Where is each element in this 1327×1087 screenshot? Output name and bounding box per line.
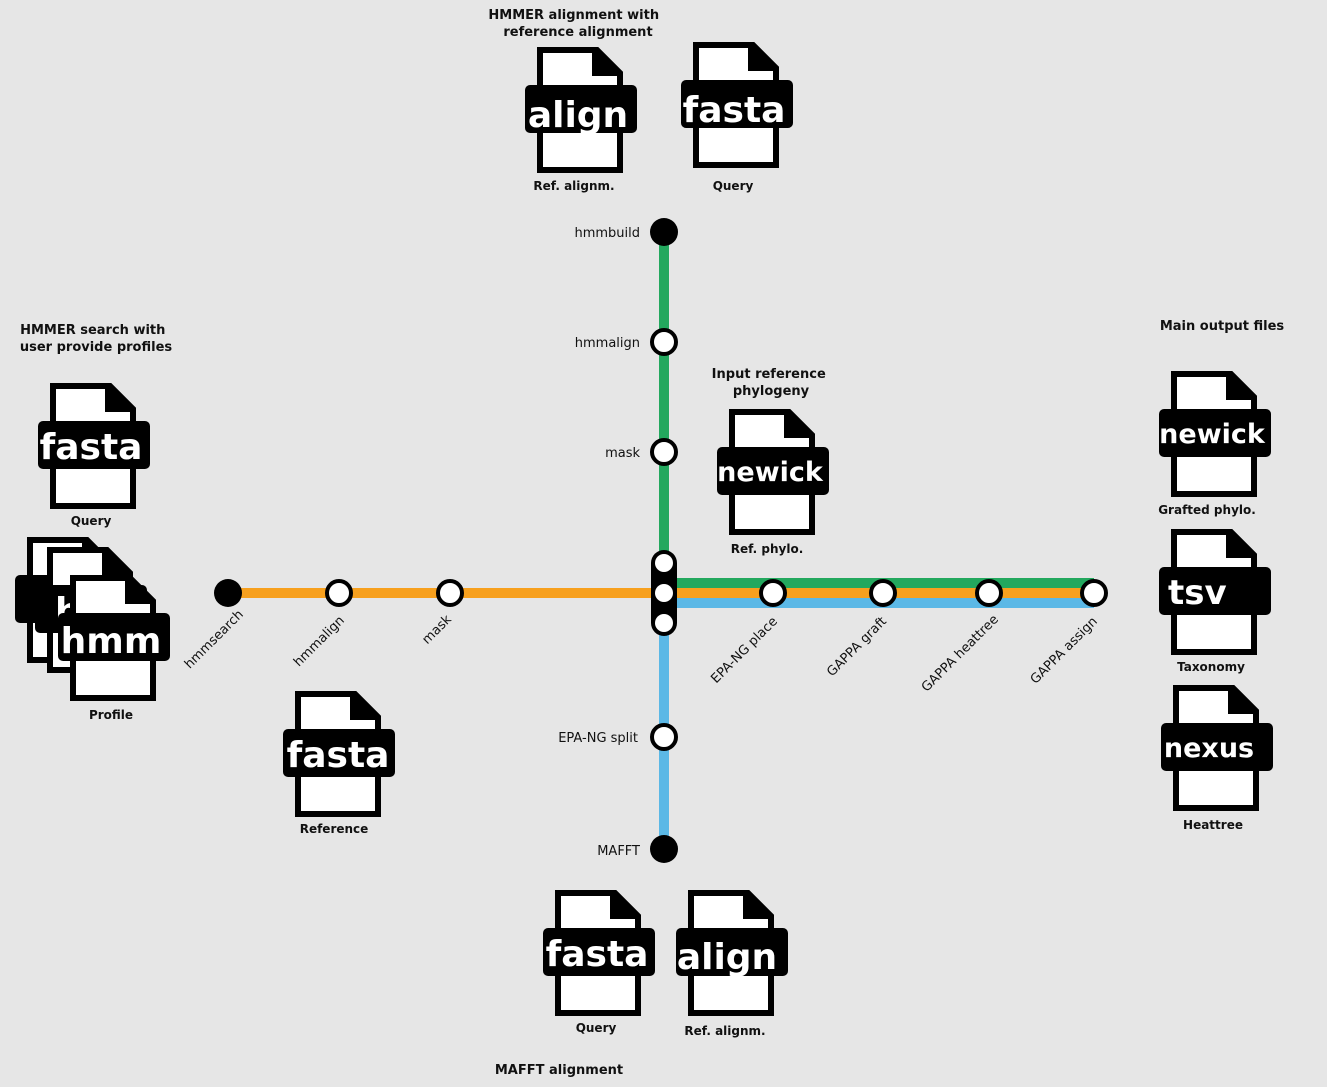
station-label: mask: [605, 446, 640, 461]
station-hmmalign-top: hmmalign: [575, 328, 678, 356]
file-caption: Query: [713, 179, 754, 193]
hollow-station-icon: [1080, 579, 1108, 607]
file-query-mafft: fasta Query: [543, 893, 655, 1035]
file-ref-alignment-top: align Ref. alignm.: [525, 50, 637, 193]
hollow-station-icon: [650, 438, 678, 466]
station-label: GAPPA heattree: [919, 612, 1002, 695]
station-label: hmmalign: [291, 613, 348, 670]
station-label: GAPPA assign: [1028, 614, 1101, 687]
hollow-station-icon: [650, 723, 678, 751]
file-caption: Ref. phylo.: [731, 542, 804, 556]
station-epa-ng-split: EPA-NG split: [558, 723, 678, 751]
station-label: hmmbuild: [574, 226, 640, 241]
file-caption: Heattree: [1183, 818, 1243, 832]
file-type-label: tsv: [1168, 573, 1227, 613]
file-type-label: fasta: [546, 934, 649, 975]
file-ref-phylo: newick Ref. phylo.: [717, 412, 829, 556]
file-taxonomy: tsv Taxonomy: [1159, 532, 1271, 674]
station-label: EPA-NG place: [708, 614, 780, 686]
hollow-station-icon: [975, 579, 1003, 607]
file-heattree: nexus Heattree: [1161, 688, 1273, 832]
file-type-label: fasta: [683, 90, 786, 131]
file-caption: Grafted phylo.: [1158, 503, 1256, 517]
file-caption: Query: [71, 514, 112, 528]
station-label: GAPPA graft: [824, 614, 890, 680]
hmmer-align-title: HMMER alignment with reference alignment: [488, 8, 663, 40]
file-caption: Ref. alignm.: [533, 179, 614, 193]
station-hmmbuild: hmmbuild: [574, 218, 678, 246]
interchange-station-icon: [651, 550, 677, 636]
filled-station-icon: [214, 579, 242, 607]
station-mask-top: mask: [605, 438, 678, 466]
hollow-station-icon: [869, 579, 897, 607]
file-type-label: hmm: [61, 621, 162, 662]
mafft-title: MAFFT alignment: [495, 1063, 623, 1078]
input-phylogeny-title: Input reference phylogeny: [712, 367, 831, 399]
station-label: hmmsearch: [182, 607, 247, 672]
file-type-label: align: [677, 937, 777, 978]
hollow-station-icon: [436, 579, 464, 607]
filled-station-icon: [650, 835, 678, 863]
file-profile-front: hmm: [58, 578, 170, 698]
station-mafft: MAFFT: [597, 835, 678, 863]
file-type-label: newick: [717, 457, 824, 488]
file-caption: Profile: [89, 708, 133, 722]
station-hmmsearch: hmmsearch: [182, 579, 247, 672]
station-label: hmmalign: [575, 336, 640, 351]
file-query-search: fasta Query: [38, 386, 150, 528]
file-ref-alignment-mafft: align Ref. alignm.: [676, 893, 788, 1038]
station-label: EPA-NG split: [558, 731, 638, 746]
file-profile-stack: h h hmm Profile: [15, 540, 170, 722]
station-label: MAFFT: [597, 844, 640, 859]
station-label: mask: [420, 612, 456, 648]
file-caption: Query: [576, 1021, 617, 1035]
file-type-label: newick: [1159, 419, 1266, 450]
main-output-title: Main output files: [1160, 319, 1285, 334]
file-query-top: fasta Query: [681, 45, 793, 193]
hmmer-search-title: HMMER search with user provide profiles: [20, 323, 173, 355]
file-reference: fasta Reference: [283, 694, 395, 836]
file-type-label: nexus: [1164, 733, 1254, 764]
file-caption: Ref. alignm.: [684, 1024, 765, 1038]
hollow-station-icon: [325, 579, 353, 607]
file-caption: Reference: [300, 822, 369, 836]
file-grafted-phylo: newick Grafted phylo.: [1158, 374, 1271, 517]
file-type-label: fasta: [287, 735, 390, 776]
file-caption: Taxonomy: [1177, 660, 1245, 674]
hollow-station-icon: [650, 328, 678, 356]
hollow-station-icon: [759, 579, 787, 607]
filled-station-icon: [650, 218, 678, 246]
file-type-label: align: [528, 95, 628, 136]
file-type-label: fasta: [40, 427, 143, 468]
